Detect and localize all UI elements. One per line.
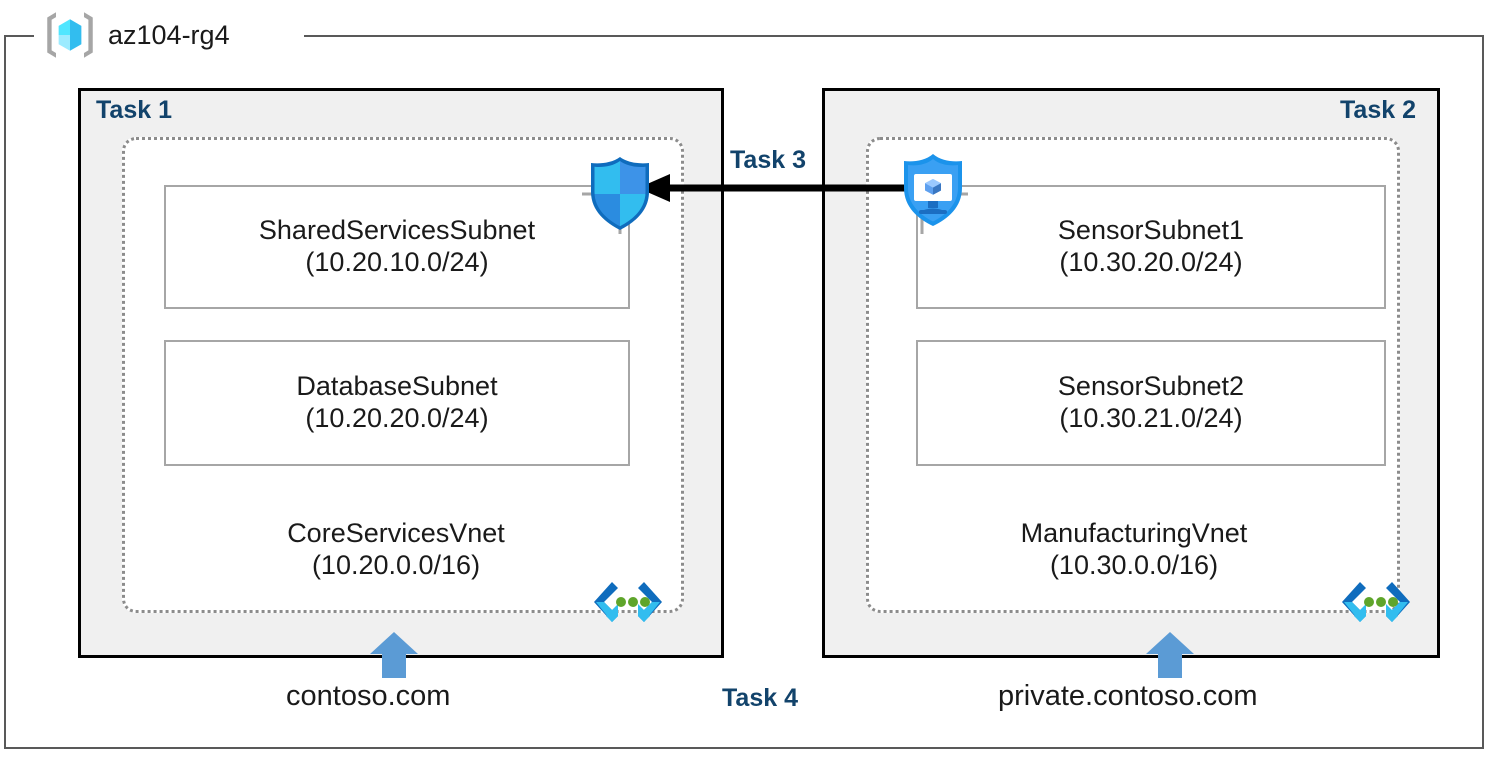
vnet-cidr: (10.20.0.0/16): [311, 549, 481, 580]
subnet-cidr: (10.30.21.0/24): [1059, 403, 1243, 433]
task-3-label: Task 3: [724, 148, 812, 175]
subnet-name: SensorSubnet2: [1057, 371, 1245, 402]
subnet-cidr: (10.20.20.0/24): [305, 403, 489, 433]
virtual-network-icon: [594, 582, 662, 622]
vnet-cidr: (10.30.0.0/16): [1049, 549, 1219, 580]
subnet-name: DatabaseSubnet: [296, 371, 498, 402]
subnet-cidr: (10.20.10.0/24): [305, 247, 489, 277]
resource-group-boundary: [4, 35, 1484, 749]
dns-zone-private-contoso-label: private.contoso.com: [998, 680, 1258, 712]
subnet-sensor-1[interactable]: SensorSubnet1 (10.30.20.0/24): [916, 185, 1386, 309]
subnet-name: SensorSubnet1: [1057, 215, 1245, 246]
subnet-name: SharedServicesSubnet: [258, 215, 536, 246]
network-security-group-shield-icon[interactable]: [582, 154, 658, 234]
dns-link-up-arrow-icon: [1146, 632, 1194, 678]
protected-virtual-machine-shield-icon[interactable]: [898, 152, 968, 234]
vnet-manufacturing-caption: ManufacturingVnet (10.30.0.0/16): [906, 518, 1362, 582]
task-1-label: Task 1: [96, 96, 172, 124]
task-4-label: Task 4: [722, 684, 798, 712]
resource-group-title: az104-rg4: [42, 7, 230, 63]
vnet-name: CoreServicesVnet: [287, 518, 505, 548]
subnet-cidr: (10.30.20.0/24): [1059, 247, 1243, 277]
task-2-label: Task 2: [1340, 96, 1416, 124]
vnet-peering-arrow-icon: [638, 174, 922, 202]
vnet-name: ManufacturingVnet: [1020, 518, 1248, 548]
vnet-core-services-caption: CoreServicesVnet (10.20.0.0/16): [164, 518, 628, 582]
azure-resource-group-cube-icon: [47, 12, 93, 58]
resource-group-name: az104-rg4: [108, 19, 230, 50]
subnet-sensor-2[interactable]: SensorSubnet2 (10.30.21.0/24): [916, 340, 1386, 466]
subnet-database[interactable]: DatabaseSubnet (10.20.20.0/24): [164, 340, 630, 466]
subnet-shared-services[interactable]: SharedServicesSubnet (10.20.10.0/24): [164, 185, 630, 309]
dns-zone-contoso-label: contoso.com: [286, 680, 451, 712]
virtual-network-icon: [1342, 582, 1410, 622]
dns-link-up-arrow-icon: [370, 632, 418, 678]
